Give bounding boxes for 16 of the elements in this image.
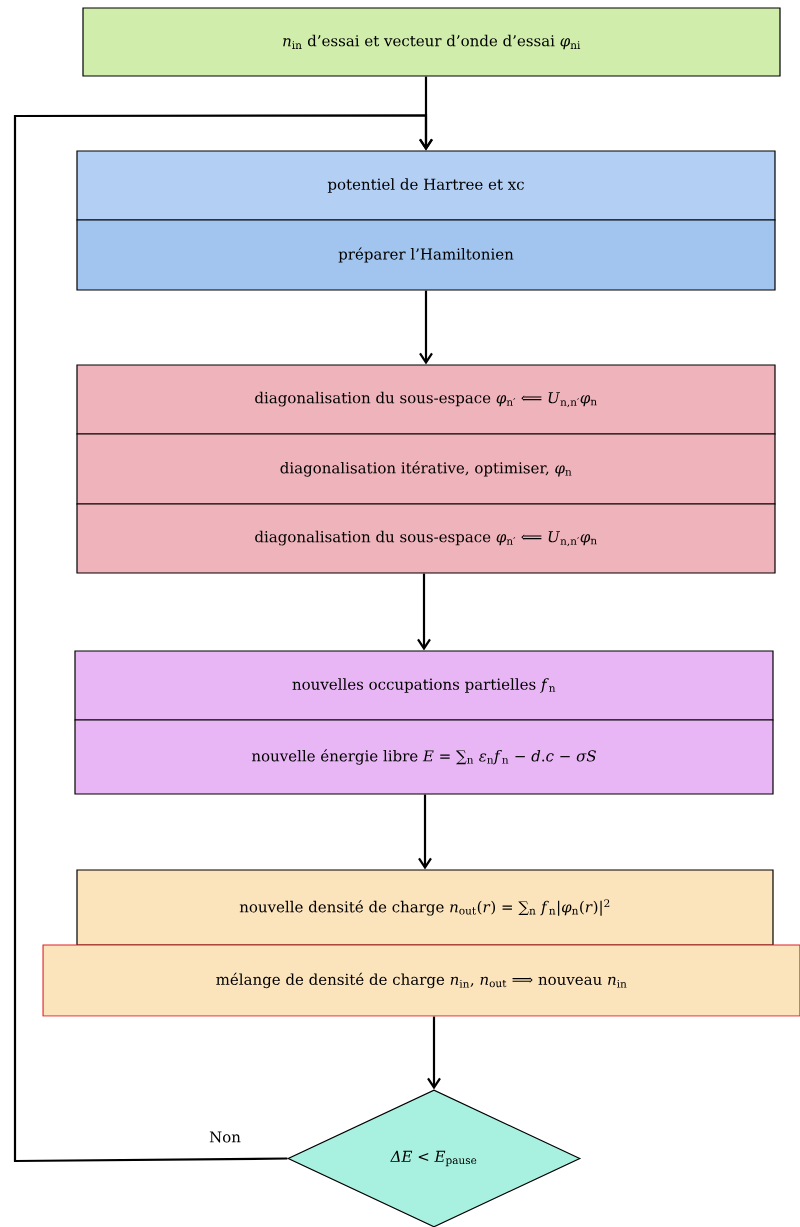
- arrow: [419, 290, 433, 365]
- process-box: mélange de densité de charge n$_{in}$, n$_{out}$ ⟹ nouveau n$_{in}$: [42, 944, 800, 1017]
- process-box: nouvelles occupations partielles f$_{n}$: [74, 650, 774, 721]
- process-box: nouvelle densité de charge n$_{out}$(r) = ∑$_{n}$ f$_{n}$|φ$_{n}$(r)|$^{2}$: [76, 869, 774, 946]
- process-box: préparer l’Hamiltonien: [76, 219, 776, 291]
- process-box: diagonalisation itérative, optimiser, φ$_{n}$: [76, 433, 776, 505]
- process-box: potentiel de Hartree et xc: [76, 150, 776, 221]
- arrow: [417, 573, 431, 651]
- arrow: [418, 794, 432, 870]
- arrow: [13, 114, 433, 1163]
- edge-label: Non: [208, 1130, 242, 1144]
- process-box: diagonalisation du sous-espace φ$_{n′}$ ⟸ U$_{n,n′}$φ$_{n}$: [76, 364, 776, 435]
- arrow: [427, 1016, 441, 1090]
- process-box: nouvelle énergie libre E = ∑$_{n}$ ε$_{n}$f$_{n}$ − d.c − σS: [74, 719, 774, 795]
- process-box: diagonalisation du sous-espace φ$_{n′}$ ⟸ U$_{n,n′}$φ$_{n}$: [76, 503, 776, 574]
- process-box: n$_{in}$ d’essai et vecteur d’onde d’essai φ$_{ni}$: [82, 7, 781, 77]
